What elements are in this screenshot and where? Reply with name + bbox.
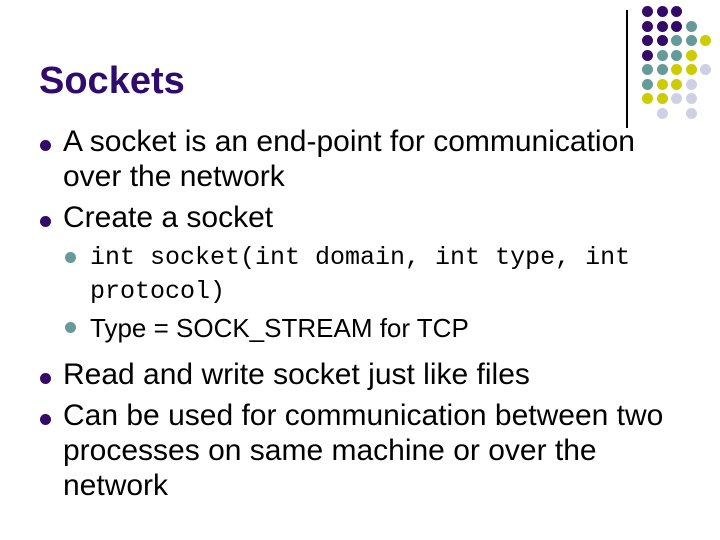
decorative-dot [656, 64, 668, 75]
decorative-dot [642, 64, 653, 75]
decorative-dot [671, 78, 682, 90]
bullet-item: A socket is an end-point for communicati… [0, 124, 673, 194]
bullet-text: A socket is an end-point for communicati… [63, 125, 635, 193]
bullet-text: Read and write socket just like files [63, 358, 530, 391]
decorative-dot [700, 64, 711, 75]
decorative-dot [671, 6, 682, 17]
bullet-marker-icon [40, 216, 51, 227]
decorative-dot [700, 35, 711, 46]
decorative-dot [642, 6, 653, 17]
bullet-text: Create a socket [63, 201, 274, 234]
corner-dot-grid-decoration [642, 6, 720, 126]
bullet-marker-icon [40, 373, 51, 384]
decorative-dot [642, 49, 653, 61]
decorative-dot [685, 78, 697, 90]
bullet-marker-icon [65, 252, 76, 263]
decorative-dot [642, 93, 653, 104]
decorative-dot [685, 64, 697, 75]
bullet-marker-icon [40, 140, 51, 151]
decorative-dot [656, 35, 668, 46]
bullet-item: Read and write socket just like files [0, 357, 673, 392]
bullet-text: int socket(int domain, int type, int pro… [90, 243, 631, 306]
decorative-dot [671, 35, 682, 46]
decorative-dot [656, 20, 668, 32]
decorative-dot [685, 20, 697, 32]
bullet-text: Type = SOCK_STREAM for TCP [90, 313, 469, 343]
bullet-item: Type = SOCK_STREAM for TCP [0, 311, 662, 345]
decorative-dot [642, 35, 653, 46]
decorative-dot [685, 49, 697, 61]
decorative-dot [656, 107, 668, 119]
decorative-dot [642, 20, 653, 32]
decorative-dot [685, 107, 697, 119]
decorative-vertical-line [626, 10, 628, 128]
bullet-marker-icon [65, 322, 76, 333]
decorative-dot [671, 93, 682, 104]
decorative-dot [656, 6, 668, 17]
decorative-dot [656, 93, 668, 104]
bullet-list: A socket is an end-point for communicati… [0, 124, 700, 509]
decorative-dot [671, 64, 682, 75]
bullet-item: int socket(int domain, int type, int pro… [0, 241, 662, 309]
decorative-dot [656, 78, 668, 90]
decorative-dot [642, 78, 653, 90]
decorative-dot [656, 49, 668, 61]
bullet-text: Can be used for communication between tw… [63, 399, 664, 502]
decorative-dot [685, 93, 697, 104]
bullet-item: Create a socket [0, 200, 673, 235]
bullet-marker-icon [40, 414, 51, 425]
slide-title: Sockets [39, 60, 185, 102]
decorative-dot [685, 35, 697, 46]
bullet-item: Can be used for communication between tw… [0, 398, 673, 503]
decorative-dot [671, 49, 682, 61]
decorative-dot [671, 20, 682, 32]
